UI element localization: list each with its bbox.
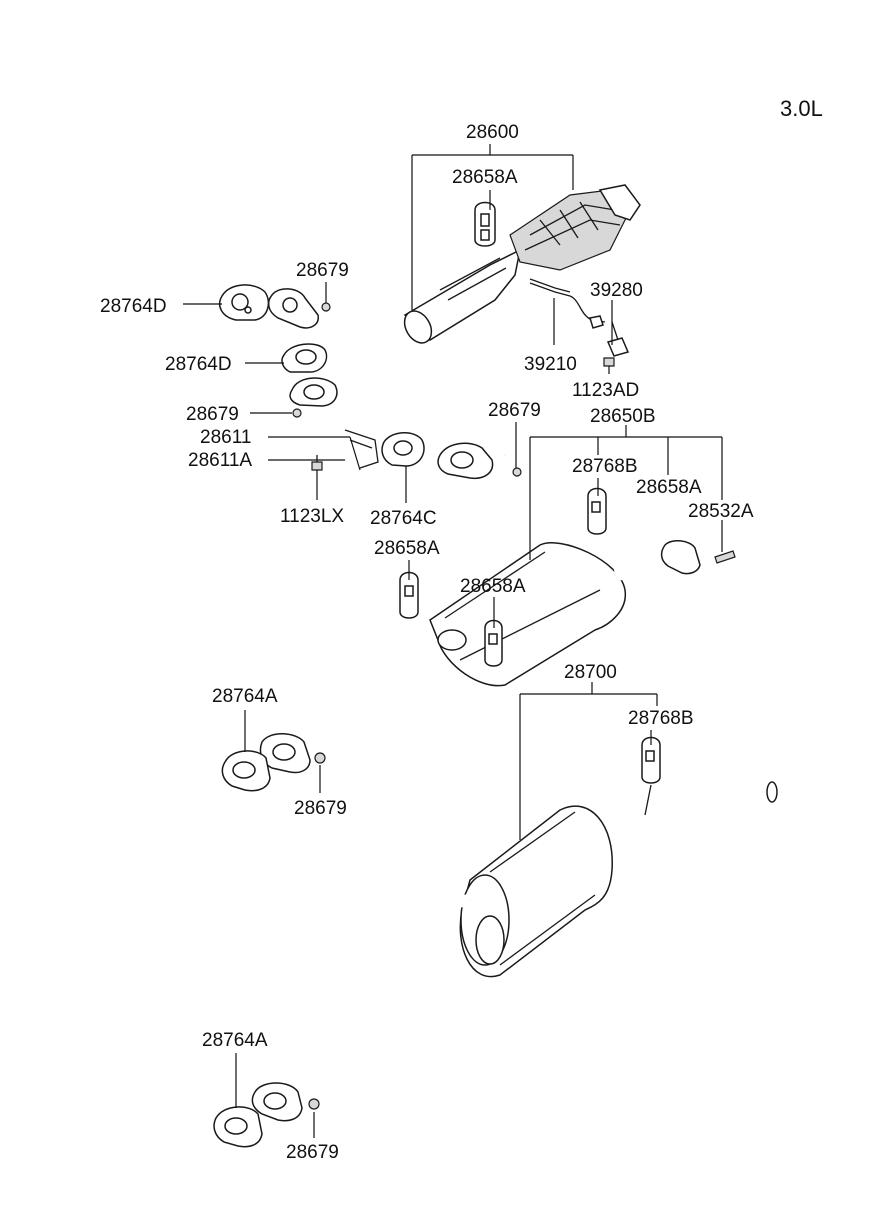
label-28611A: 28611A bbox=[188, 450, 252, 471]
label-39280: 39280 bbox=[590, 280, 643, 301]
label-1123AD: 1123AD bbox=[572, 380, 639, 401]
gasket-28764A-upper bbox=[221, 750, 326, 792]
label-28658A: 28658A bbox=[452, 167, 518, 188]
label-28650B: 28650B bbox=[590, 406, 656, 427]
label-28768B: 28768B bbox=[628, 708, 694, 729]
label-28679: 28679 bbox=[286, 1142, 339, 1163]
label-28679: 28679 bbox=[296, 260, 349, 281]
label-28700: 28700 bbox=[564, 662, 617, 683]
label-28768B: 28768B bbox=[572, 456, 638, 477]
label-28679: 28679 bbox=[294, 798, 347, 819]
front-pipe-assembly bbox=[267, 184, 641, 480]
label-28600: 28600 bbox=[466, 122, 519, 143]
label-28658A: 28658A bbox=[460, 576, 526, 597]
label-28764D: 28764D bbox=[165, 354, 232, 375]
part-labels: 3.0L 28600 28658A 28679 28764D 28764D 39… bbox=[100, 96, 823, 1163]
rear-muffler-assembly bbox=[251, 736, 778, 1122]
center-muffler-assembly bbox=[259, 487, 736, 774]
label-28679: 28679 bbox=[186, 404, 239, 425]
label-39210: 39210 bbox=[524, 354, 577, 375]
label-28764C: 28764C bbox=[370, 508, 437, 529]
gasket-28764A-lower bbox=[213, 1106, 263, 1148]
label-28679: 28679 bbox=[488, 400, 541, 421]
gaskets-front bbox=[218, 284, 425, 467]
label-28532A: 28532A bbox=[688, 501, 754, 522]
label-28658A: 28658A bbox=[374, 538, 440, 559]
label-28611: 28611 bbox=[200, 427, 251, 448]
label-28764A: 28764A bbox=[202, 1030, 268, 1051]
label-28764D: 28764D bbox=[100, 296, 167, 317]
hangers-front bbox=[474, 201, 496, 247]
fasteners-front bbox=[292, 302, 615, 477]
label-1123LX: 1123LX bbox=[280, 506, 344, 527]
engine-label: 3.0L bbox=[780, 96, 823, 121]
oxygen-sensor bbox=[529, 278, 630, 357]
label-28764A: 28764A bbox=[212, 686, 278, 707]
leader-lines bbox=[183, 144, 723, 1138]
label-28658A: 28658A bbox=[636, 477, 702, 498]
